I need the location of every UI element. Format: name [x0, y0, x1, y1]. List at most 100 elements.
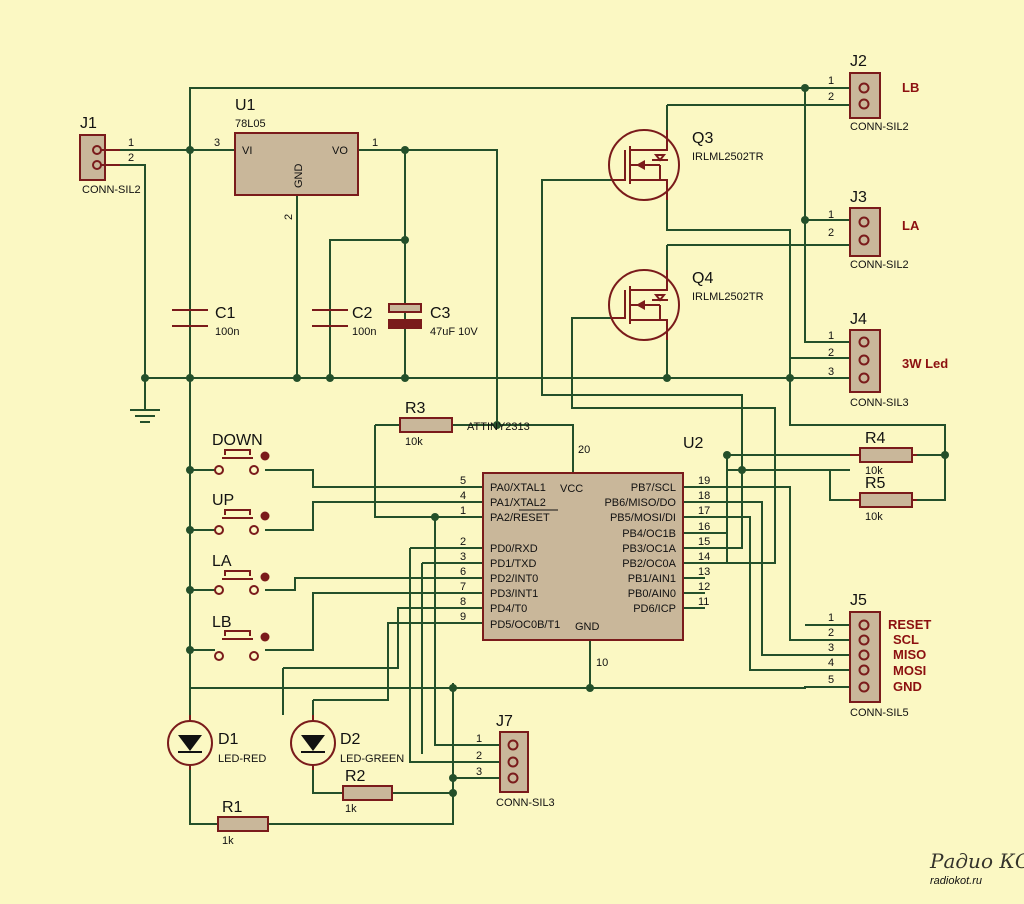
connector-j2: J2 CONN-SIL2 1 2 LB [828, 53, 919, 133]
u2-left-pin-num: 4 [460, 490, 466, 502]
u2-left-pin-num: 3 [460, 551, 466, 563]
q3-ref: Q3 [692, 130, 713, 147]
u1-value: 78L05 [235, 118, 266, 130]
j3-pin1: 1 [828, 209, 834, 221]
r5-value: 10k [865, 511, 883, 523]
u2-left-pin-num: 2 [460, 536, 466, 548]
j7-ref: J7 [496, 713, 513, 730]
q3-value: IRLML2502TR [692, 151, 764, 163]
button-down: DOWN [212, 432, 270, 475]
j5-pin5: 5 [828, 674, 834, 686]
connector-j1: J1 CONN-SIL2 1 2 [79, 115, 141, 196]
mcu-u2: U2 ATTINY2313 VCC GND 20 10 5 PA0/XTAL1 … [460, 421, 710, 669]
u2-vcc: VCC [560, 483, 583, 495]
j5-pin2: 2 [828, 627, 834, 639]
regulator-u1: U1 78L05 VI VO GND 3 1 2 [214, 97, 378, 220]
u1-pin-vo: 1 [372, 137, 378, 149]
u2-left-pin-name: PD1/TXD [490, 558, 537, 570]
j5-value: CONN-SIL5 [850, 707, 909, 719]
connector-j3: J3 CONN-SIL2 1 2 LA [828, 189, 920, 271]
u2-value: ATTINY2313 [467, 421, 530, 433]
u2-right-pin-name: PB1/AIN1 [628, 573, 676, 585]
j5-pin1: 1 [828, 612, 834, 624]
j1-pin1: 1 [128, 137, 134, 149]
c2-ref: C2 [352, 305, 373, 322]
r1-ref: R1 [222, 799, 243, 816]
c2-value: 100n [352, 326, 376, 338]
u2-left-pin-name: PD0/RXD [490, 543, 538, 555]
u2-left-pin-name: PA1/XTAL2 [490, 497, 546, 509]
u1-ref: U1 [235, 97, 256, 114]
button-up-label: UP [212, 492, 234, 509]
u2-left-pin-num: 5 [460, 475, 466, 487]
connector-j4: J4 CONN-SIL3 1 2 3 3W Led [828, 311, 948, 409]
j5-signal-scl: SCL [893, 632, 919, 647]
u2-left-pin-name: PD5/OC0B/T1 [490, 619, 560, 631]
u1-gnd: GND [293, 164, 305, 189]
u2-right-pin-name: PB4/OC1B [622, 528, 676, 540]
capacitor-c3: C3 47uF 10V [388, 303, 478, 338]
j4-value: CONN-SIL3 [850, 397, 909, 409]
u2-right-pin-num: 14 [698, 551, 710, 563]
mosfet-q4: Q4 IRLML2502TR [608, 269, 764, 341]
j2-signal: LB [902, 80, 919, 95]
button-lb-label: LB [212, 614, 232, 631]
capacitor-c1: C1 100n [172, 290, 239, 345]
u2-right-pin-name: PB7/SCL [631, 482, 676, 494]
junctions [141, 84, 949, 797]
u2-ref: U2 [683, 435, 704, 452]
j5-pin4: 4 [828, 657, 834, 669]
u2-left-pin-num: 8 [460, 596, 466, 608]
u2-right-pin-num: 16 [698, 521, 710, 533]
j1-value: CONN-SIL2 [82, 184, 141, 196]
j2-ref: J2 [850, 53, 867, 70]
j4-pin3: 3 [828, 366, 834, 378]
j5-signal-gnd: GND [893, 679, 922, 694]
u2-pin-gnd: 10 [596, 657, 608, 669]
j4-ref: J4 [850, 311, 867, 328]
r5-ref: R5 [865, 475, 886, 492]
j1-ref: J1 [80, 115, 97, 132]
u2-right-pin-name: PB5/MOSI/DI [610, 512, 676, 524]
d1-ref: D1 [218, 731, 239, 748]
j5-signal-mosi: MOSI [893, 663, 926, 678]
q4-ref: Q4 [692, 270, 713, 287]
u2-right-pin-name: PB6/MISO/DO [604, 497, 676, 509]
u2-gnd: GND [575, 621, 600, 633]
j7-pin3: 3 [476, 766, 482, 778]
j2-pin1: 1 [828, 75, 834, 87]
j2-pin2: 2 [828, 91, 834, 103]
c3-ref: C3 [430, 305, 451, 322]
j4-pin1: 1 [828, 330, 834, 342]
c1-ref: C1 [215, 305, 236, 322]
j3-pin2: 2 [828, 227, 834, 239]
connector-j5: J5 CONN-SIL5 1 2 3 4 5 RESET SCL MISO MO… [828, 592, 931, 719]
u2-right-pin-name: PB3/OC1A [622, 543, 676, 555]
r4-ref: R4 [865, 430, 886, 447]
u2-left-pin-name: PA2/RESET [490, 512, 550, 524]
u2-left-pins: 5 PA0/XTAL1 4 PA1/XTAL2 1 PA2/RESET 2 PD… [460, 475, 560, 631]
u2-right-pin-name: PD6/ICP [633, 603, 676, 615]
u2-left-pin-name: PD4/T0 [490, 603, 527, 615]
button-la-label: LA [212, 553, 232, 570]
connector-j7: J7 CONN-SIL3 1 2 3 [476, 713, 555, 809]
u2-right-pin-num: 17 [698, 505, 710, 517]
u2-right-pins: 19 PB7/SCL 18 PB6/MISO/DO 17 PB5/MOSI/DI… [604, 475, 710, 615]
r3-value: 10k [405, 436, 423, 448]
r1-value: 1k [222, 835, 234, 847]
j5-pin3: 3 [828, 642, 834, 654]
u1-pin-vi: 3 [214, 137, 220, 149]
watermark-title: Радио КОТ [929, 849, 1024, 873]
button-down-label: DOWN [212, 432, 263, 449]
u1-pin-gnd: 2 [283, 214, 295, 220]
r3-ref: R3 [405, 400, 426, 417]
resistor-r2: R2 1k [342, 768, 393, 815]
capacitor-c2: C2 100n [312, 305, 376, 338]
ground-symbol [130, 409, 160, 423]
j5-ref: J5 [850, 592, 867, 609]
j7-pin2: 2 [476, 750, 482, 762]
u2-left-pin-name: PA0/XTAL1 [490, 482, 546, 494]
u2-left-pin-name: PD3/INT1 [490, 588, 538, 600]
c3-value: 47uF 10V [430, 326, 478, 338]
